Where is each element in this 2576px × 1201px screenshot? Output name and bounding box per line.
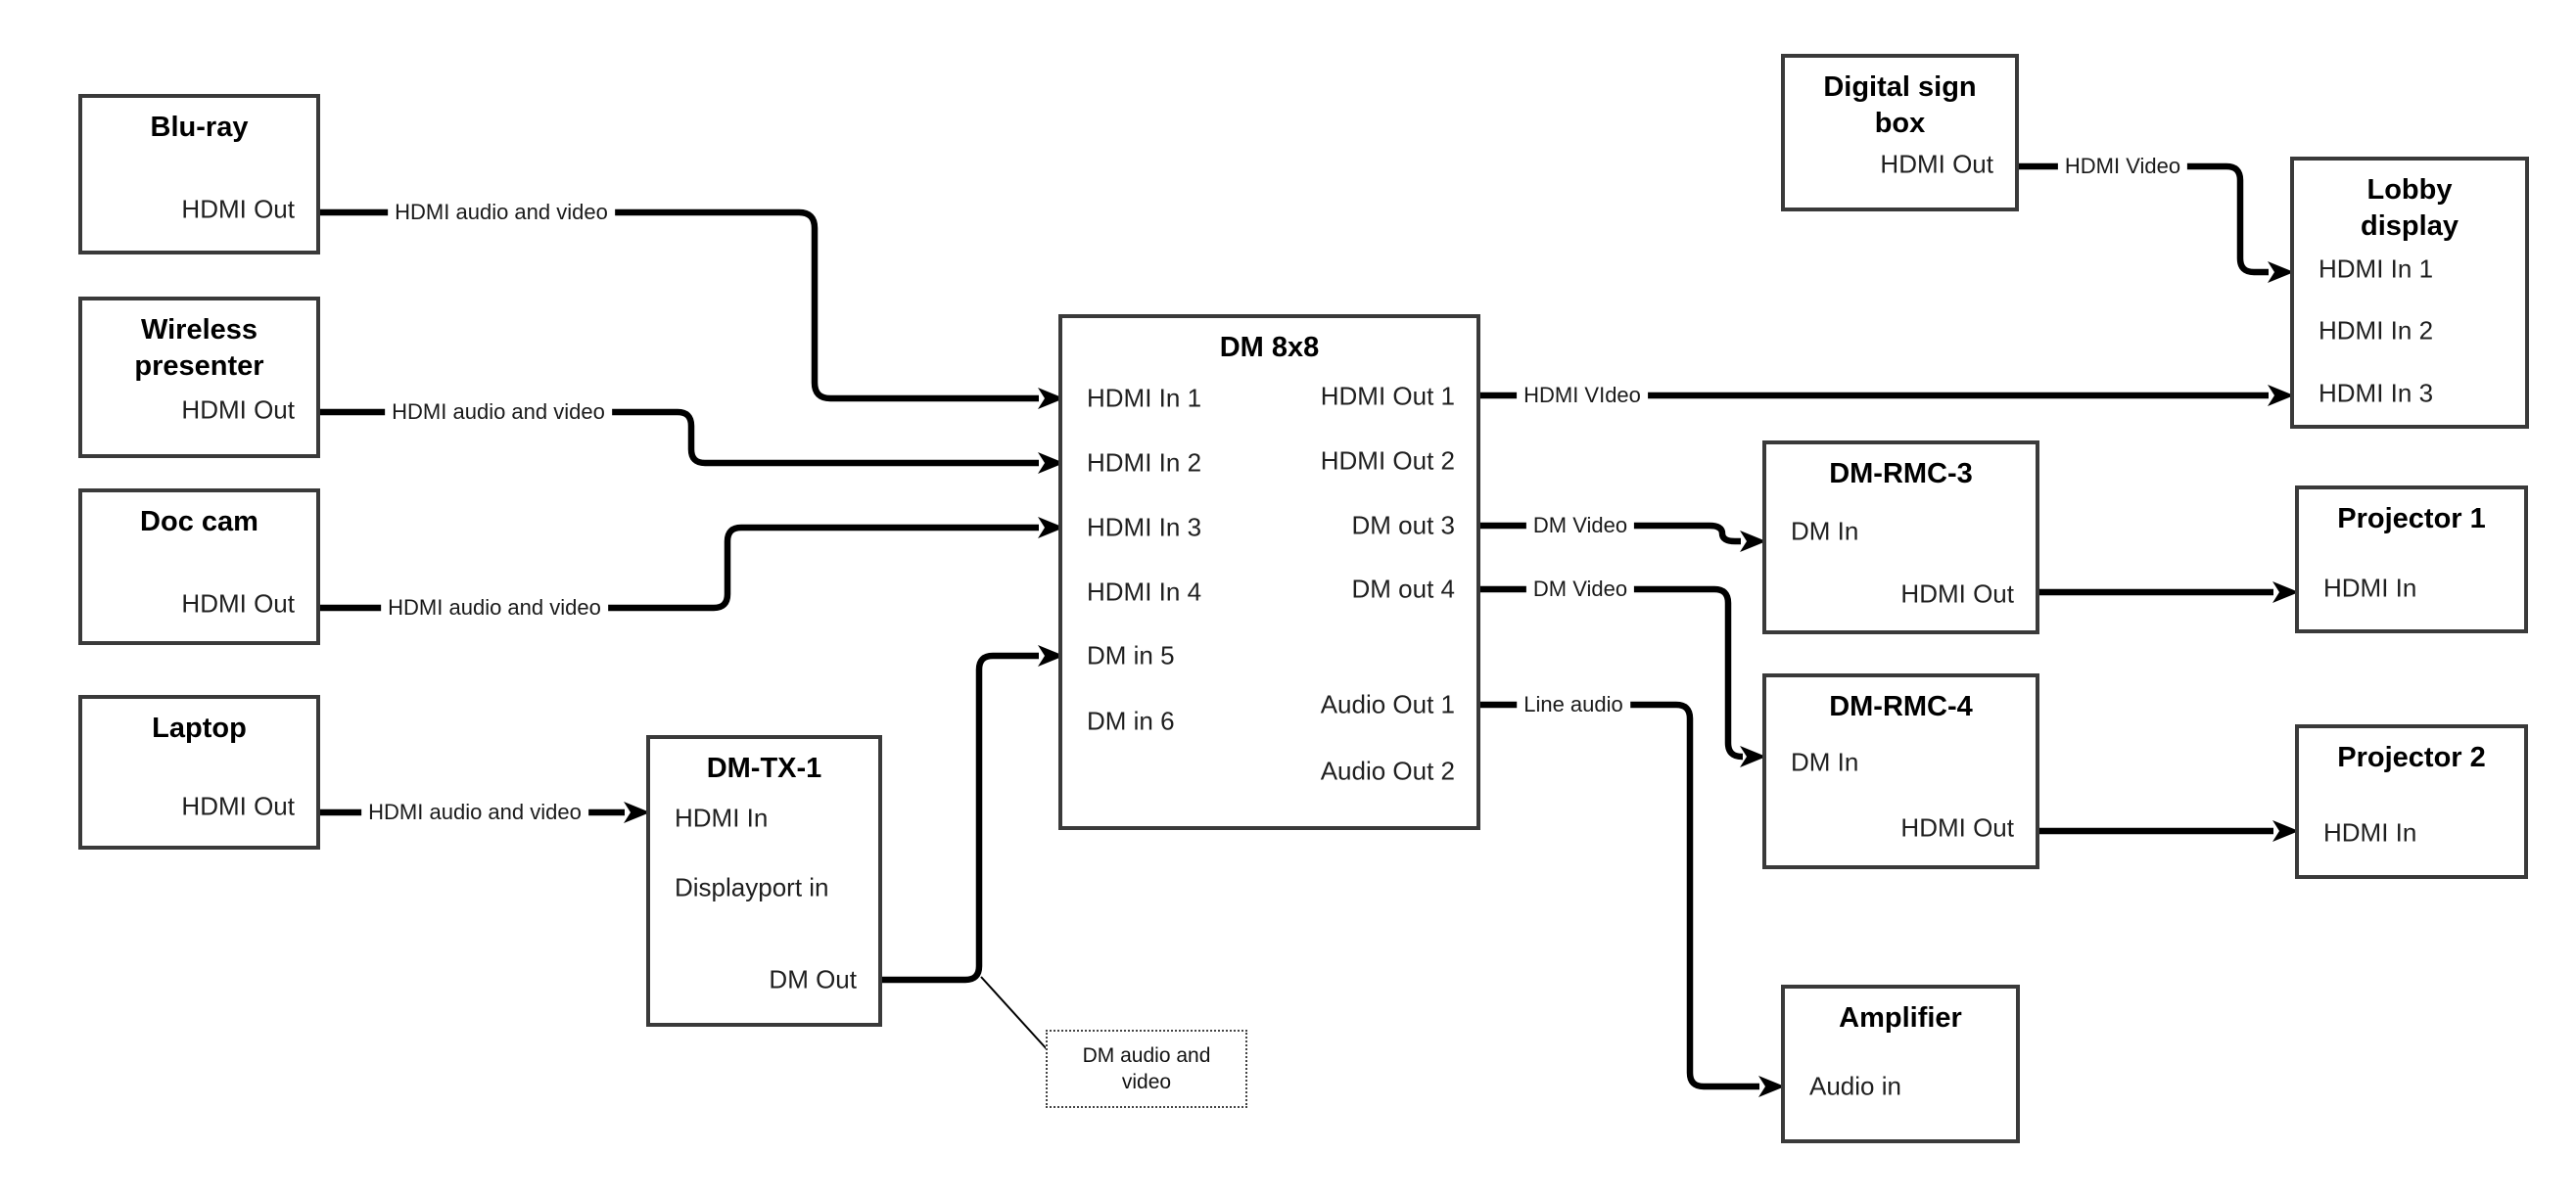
callout-box-dm-audio-video: DM audio and video: [1046, 1030, 1247, 1108]
port-dm8x8-dm-out-3: DM out 3: [1351, 510, 1456, 540]
wire-label-dm-out-4-to-dmrmc4: DM Video: [1525, 575, 1635, 604]
port-dm8x8-dm-out-4: DM out 4: [1351, 574, 1456, 604]
port-digitalsign-hdmi-out: HDMI Out: [1880, 149, 1993, 179]
node-title-dmrmc3: DM-RMC-3: [1829, 458, 1973, 489]
arrowhead-laptop-to-dmtx1-hdmi-in: [624, 802, 650, 823]
port-dm8x8-audio-out-1: Audio Out 1: [1320, 689, 1455, 719]
node-title-bluray: Blu-ray: [150, 112, 249, 143]
port-lobby-hdmi-in-3: HDMI In 3: [2318, 378, 2434, 408]
port-proj1-hdmi-in: HDMI In: [2323, 573, 2417, 603]
node-title-dmrmc4: DM-RMC-4: [1829, 691, 1973, 722]
node-title-dmtx1: DM-TX-1: [706, 753, 822, 784]
port-dm8x8-hdmi-out-2: HDMI Out 2: [1320, 445, 1455, 476]
port-dmrmc4-dm-in: DM In: [1791, 747, 1859, 777]
arrowhead-dmrmc4-to-proj2: [2272, 820, 2299, 842]
wire-label-bluray-to-hdmi-in-1: HDMI audio and video: [388, 198, 615, 227]
port-dmtx1-hdmi-in: HDMI In: [675, 803, 769, 833]
port-dm8x8-hdmi-out-1: HDMI Out 1: [1320, 381, 1455, 411]
port-dmrmc3-hdmi-out: HDMI Out: [1900, 578, 2014, 609]
port-doccam-hdmi-out: HDMI Out: [181, 588, 295, 619]
wire-dmtx1-to-dm-in-5: [882, 652, 1039, 984]
node-title-proj2: Projector 2: [2337, 742, 2486, 773]
wire-label-hdmi-out-1-to-lobby-in-3: HDMI VIdeo: [1517, 381, 1648, 410]
wire-doccam-to-hdmi-in-3: [320, 524, 1039, 612]
port-dmtx1-dm-out: DM Out: [769, 964, 857, 994]
port-dmrmc4-hdmi-out: HDMI Out: [1900, 812, 2014, 843]
port-dmtx1-displayport-in: Displayport in: [675, 872, 829, 902]
node-title-doccam: Doc cam: [140, 506, 258, 537]
node-title-wireless: Wireless presenter: [134, 314, 264, 382]
port-lobby-hdmi-in-1: HDMI In 1: [2318, 254, 2434, 284]
node-proj1: Projector 1 HDMI In: [2295, 485, 2528, 633]
node-proj2: Projector 2 HDMI In: [2295, 724, 2528, 879]
callout-line: [980, 976, 1050, 1052]
node-title-amplifier: Amplifier: [1839, 1002, 1962, 1034]
port-dm8x8-hdmi-in-3: HDMI In 3: [1087, 512, 1202, 542]
node-title-laptop: Laptop: [152, 713, 247, 744]
arrowhead-hdmi-out-1-to-lobby-in-3: [2268, 385, 2294, 406]
wire-audio-out-1-to-amplifier: [1480, 701, 1759, 1090]
wire-label-digitalsign-to-lobby-in-1: HDMI Video: [2057, 152, 2188, 181]
port-lobby-hdmi-in-2: HDMI In 2: [2318, 315, 2434, 346]
wire-label-audio-out-1-to-amplifier: Line audio: [1517, 690, 1630, 719]
arrowhead-bluray-to-hdmi-in-1: [1038, 388, 1064, 409]
port-proj2-hdmi-in: HDMI In: [2323, 817, 2417, 848]
arrowhead-audio-out-1-to-amplifier: [1758, 1076, 1785, 1097]
port-dm8x8-dm-in-5: DM in 5: [1087, 640, 1175, 670]
node-title-digitalsign: Digital sign box: [1823, 71, 1977, 139]
wire-digitalsign-to-lobby-in-1: [2019, 162, 2269, 276]
arrowhead-dm-out-3-to-dmrmc3: [1740, 531, 1766, 552]
port-laptop-hdmi-out: HDMI Out: [181, 791, 295, 821]
port-bluray-hdmi-out: HDMI Out: [181, 194, 295, 224]
wire-bluray-to-hdmi-in-1: [320, 208, 1039, 402]
node-dmrmc3: DM-RMC-3 DM In HDMI Out: [1762, 440, 2039, 634]
wire-dm-out-3-to-dmrmc3: [1480, 522, 1741, 545]
arrowhead-dm-out-4-to-dmrmc4: [1740, 746, 1766, 767]
port-dm8x8-hdmi-in-2: HDMI In 2: [1087, 447, 1202, 478]
port-dmrmc3-dm-in: DM In: [1791, 516, 1859, 546]
callout-text: DM audio and video: [1082, 1044, 1211, 1093]
wire-dm-out-4-to-dmrmc4: [1480, 585, 1746, 761]
node-dmrmc4: DM-RMC-4 DM In HDMI Out: [1762, 673, 2039, 869]
port-dm8x8-audio-out-2: Audio Out 2: [1320, 756, 1455, 786]
wire-label-doccam-to-hdmi-in-3: HDMI audio and video: [381, 593, 608, 623]
arrowhead-digitalsign-to-lobby-in-1: [2268, 261, 2294, 283]
port-amplifier-audio-in: Audio in: [1809, 1071, 1901, 1101]
node-title-dm8x8: DM 8x8: [1219, 332, 1320, 363]
node-title-proj1: Projector 1: [2337, 503, 2486, 534]
arrowhead-doccam-to-hdmi-in-3: [1038, 517, 1064, 538]
node-title-lobby: Lobby display: [2361, 174, 2459, 242]
wire-label-dm-out-3-to-dmrmc3: DM Video: [1525, 511, 1635, 540]
port-wireless-hdmi-out: HDMI Out: [181, 394, 295, 425]
arrowhead-wireless-to-hdmi-in-2: [1038, 452, 1064, 474]
wire-wireless-to-hdmi-in-2: [320, 408, 1039, 467]
arrowhead-dmrmc3-to-proj1: [2272, 581, 2299, 603]
wire-label-laptop-to-dmtx1-hdmi-in: HDMI audio and video: [361, 798, 588, 827]
arrowhead-dmtx1-to-dm-in-5: [1038, 645, 1064, 667]
port-dm8x8-dm-in-6: DM in 6: [1087, 706, 1175, 736]
port-dm8x8-hdmi-in-1: HDMI In 1: [1087, 383, 1202, 413]
wire-label-wireless-to-hdmi-in-2: HDMI audio and video: [385, 397, 612, 427]
port-dm8x8-hdmi-in-4: HDMI In 4: [1087, 577, 1202, 607]
